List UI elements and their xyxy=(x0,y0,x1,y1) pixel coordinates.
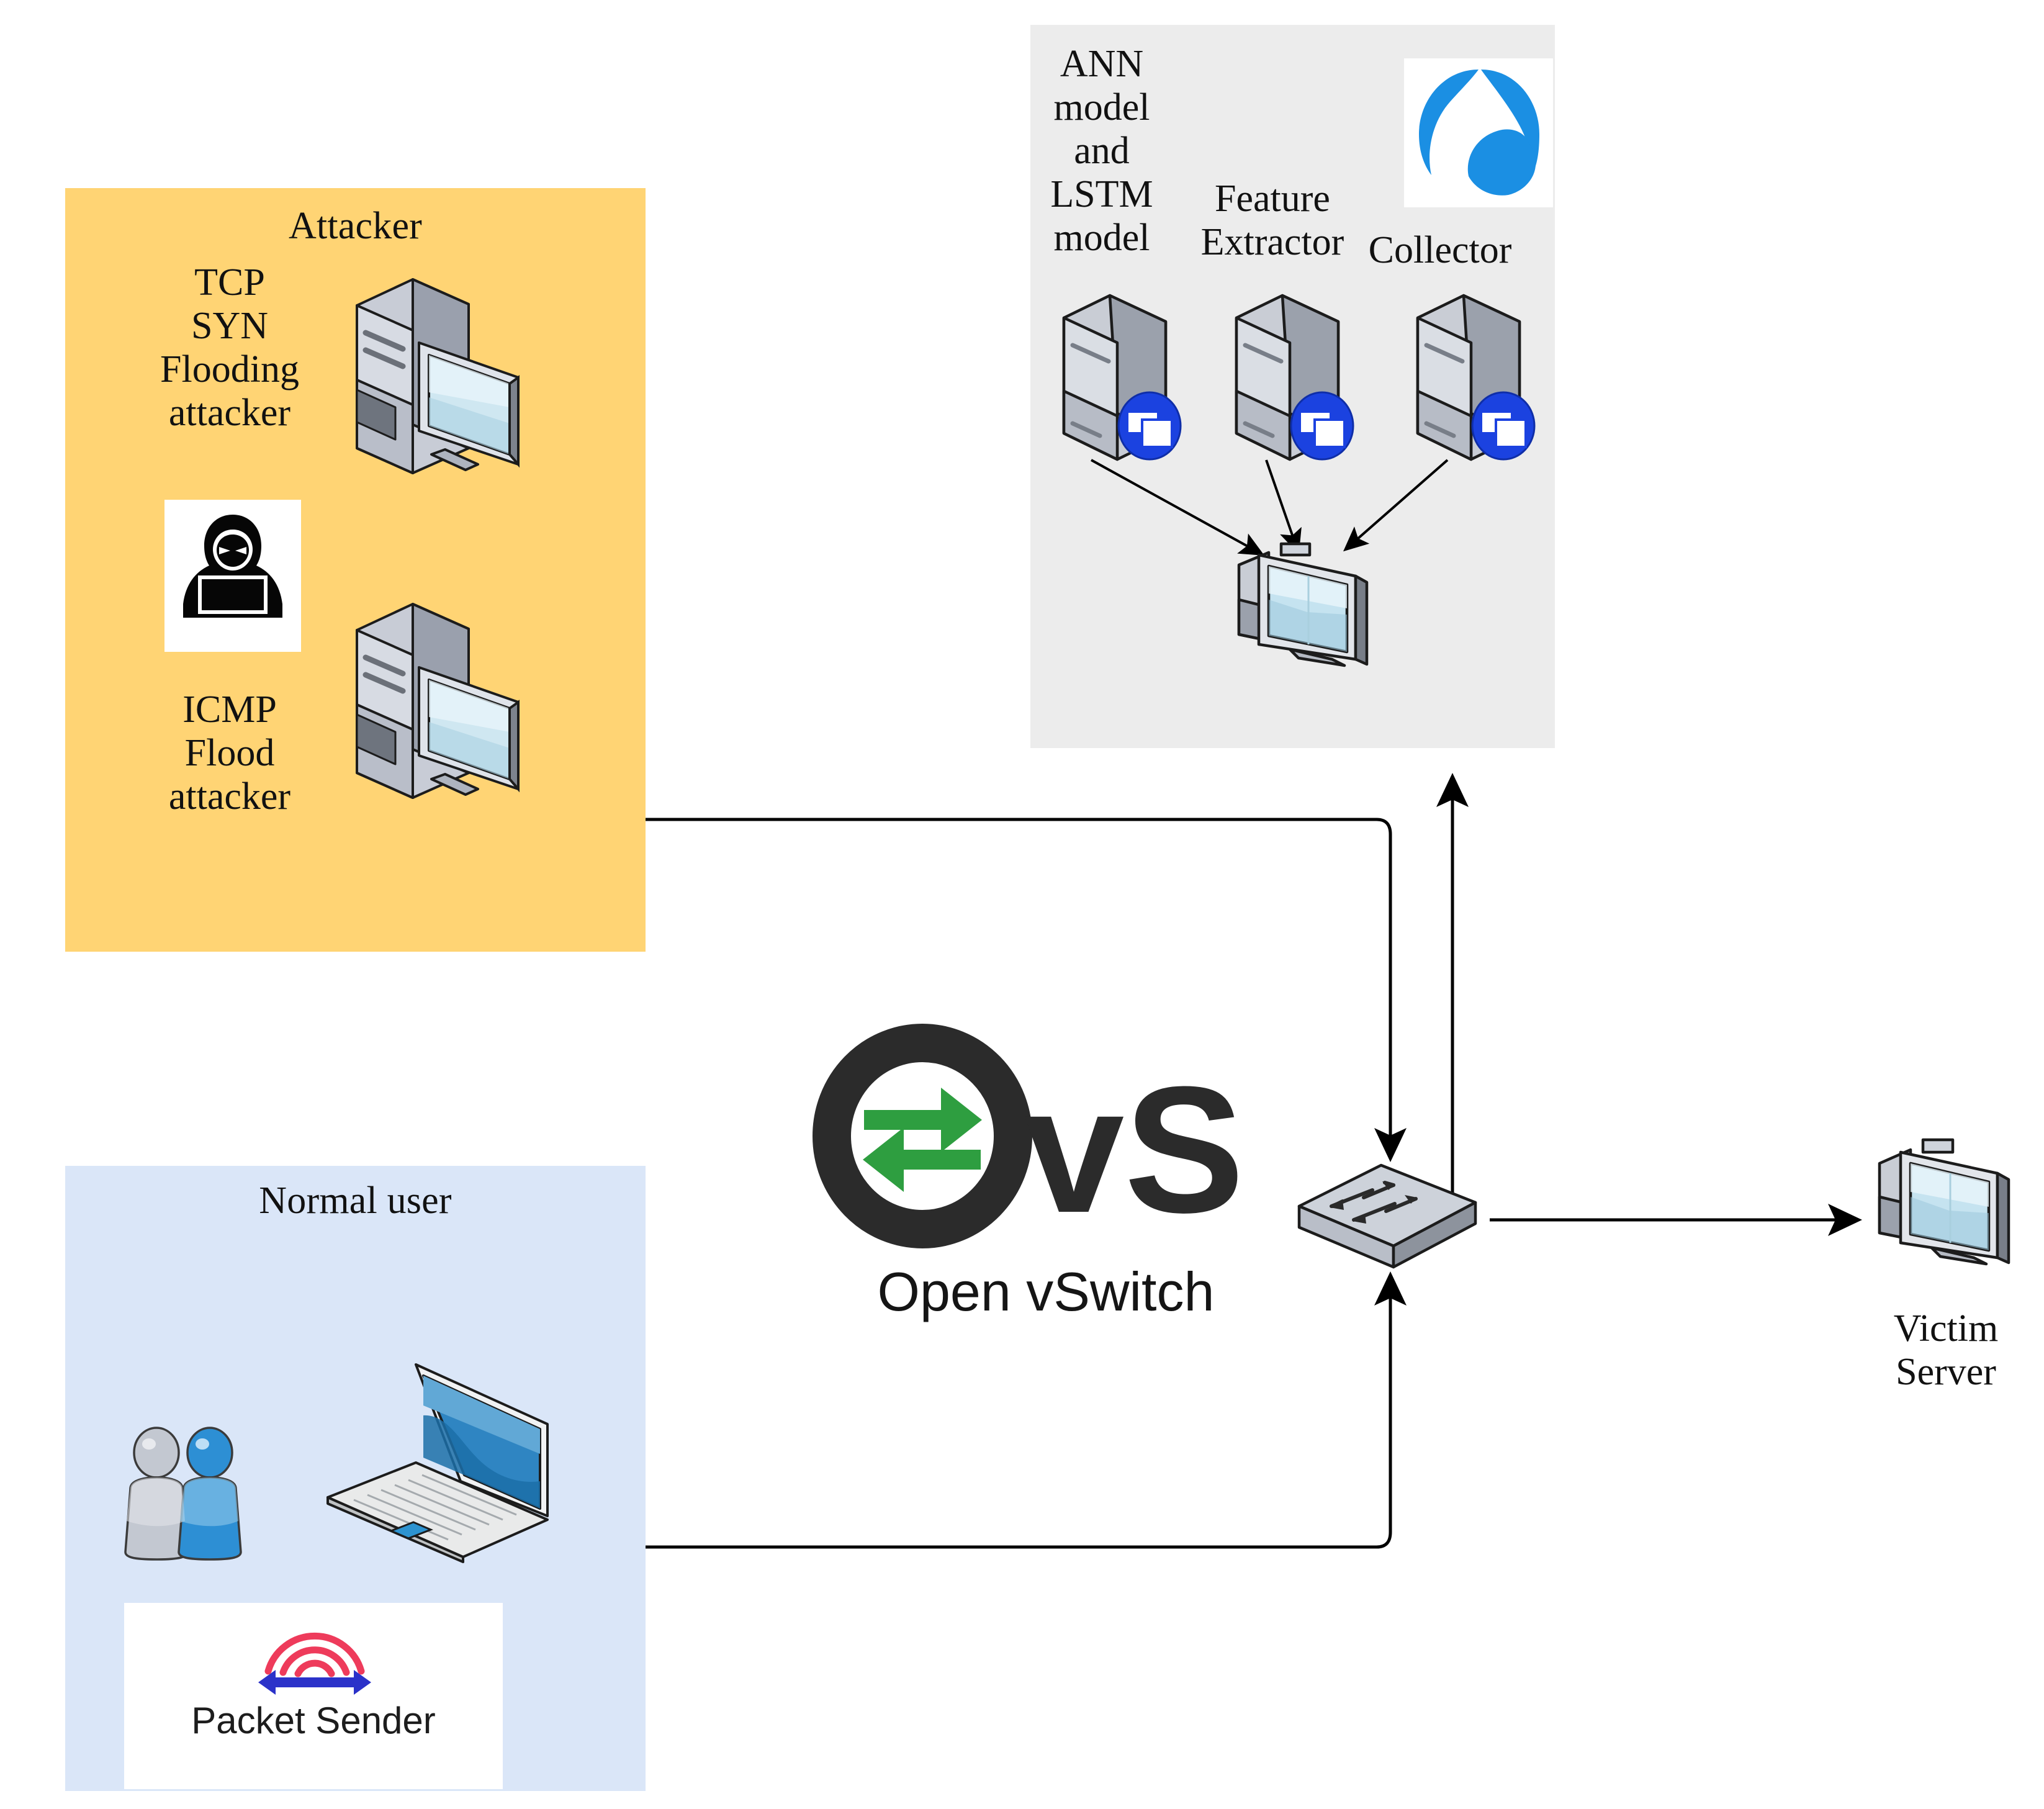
network-switch-icon xyxy=(1294,1158,1480,1282)
laptop-icon xyxy=(317,1360,565,1564)
ann-lstm-model-label: ANN model and LSTM model xyxy=(1050,43,1153,259)
desktop-computer-icon xyxy=(338,268,537,479)
controller-monitor-icon xyxy=(1234,540,1377,674)
floodlight-controller-logo xyxy=(1415,66,1542,199)
packet-sender-badge: Packet Sender xyxy=(124,1603,503,1789)
server-tower-icon xyxy=(1055,292,1182,472)
feature-extractor-label: Feature Extractor xyxy=(1200,178,1344,264)
controller-internal-arrows xyxy=(1091,459,1449,556)
normal-user-panel-title: Normal user xyxy=(259,1180,452,1222)
ovs-logo: vS xyxy=(813,1024,1272,1304)
attacker-panel-title: Attacker xyxy=(288,205,423,247)
collector-label: Collector xyxy=(1368,229,1512,271)
hacker-tool-badge xyxy=(164,500,301,652)
server-tower-icon xyxy=(1409,292,1536,472)
packet-sender-label: Packet Sender xyxy=(191,1700,436,1741)
app-window-badge-icon xyxy=(1117,391,1182,461)
packet-sender-icon xyxy=(256,1620,374,1695)
victim-server-label: Victim Server xyxy=(1893,1307,1999,1394)
ovs-wordmark: vS xyxy=(1024,1049,1245,1250)
app-window-badge-icon xyxy=(1471,391,1536,461)
arrow-extractor-to-controller xyxy=(1265,459,1302,554)
hacker-hoodie-icon xyxy=(177,511,289,620)
tcp-syn-flooding-attacker-label: TCP SYN Flooding attacker xyxy=(160,261,299,435)
attacker-panel xyxy=(65,188,646,952)
desktop-computer-icon xyxy=(338,593,537,804)
server-tower-icon xyxy=(1228,292,1355,472)
icmp-flood-attacker-label: ICMP Flood attacker xyxy=(168,688,291,818)
arrow-ann-to-controller xyxy=(1091,459,1265,556)
app-window-badge-icon xyxy=(1290,391,1354,461)
ovs-caption: Open vSwitch xyxy=(877,1261,1215,1322)
user-group-icon xyxy=(118,1427,261,1561)
arrow-collector-to-controller xyxy=(1343,459,1449,552)
server-monitor-icon xyxy=(1875,1135,2017,1274)
controller-logo-box xyxy=(1404,58,1553,207)
bidirectional-arrow-icon xyxy=(863,1088,982,1192)
